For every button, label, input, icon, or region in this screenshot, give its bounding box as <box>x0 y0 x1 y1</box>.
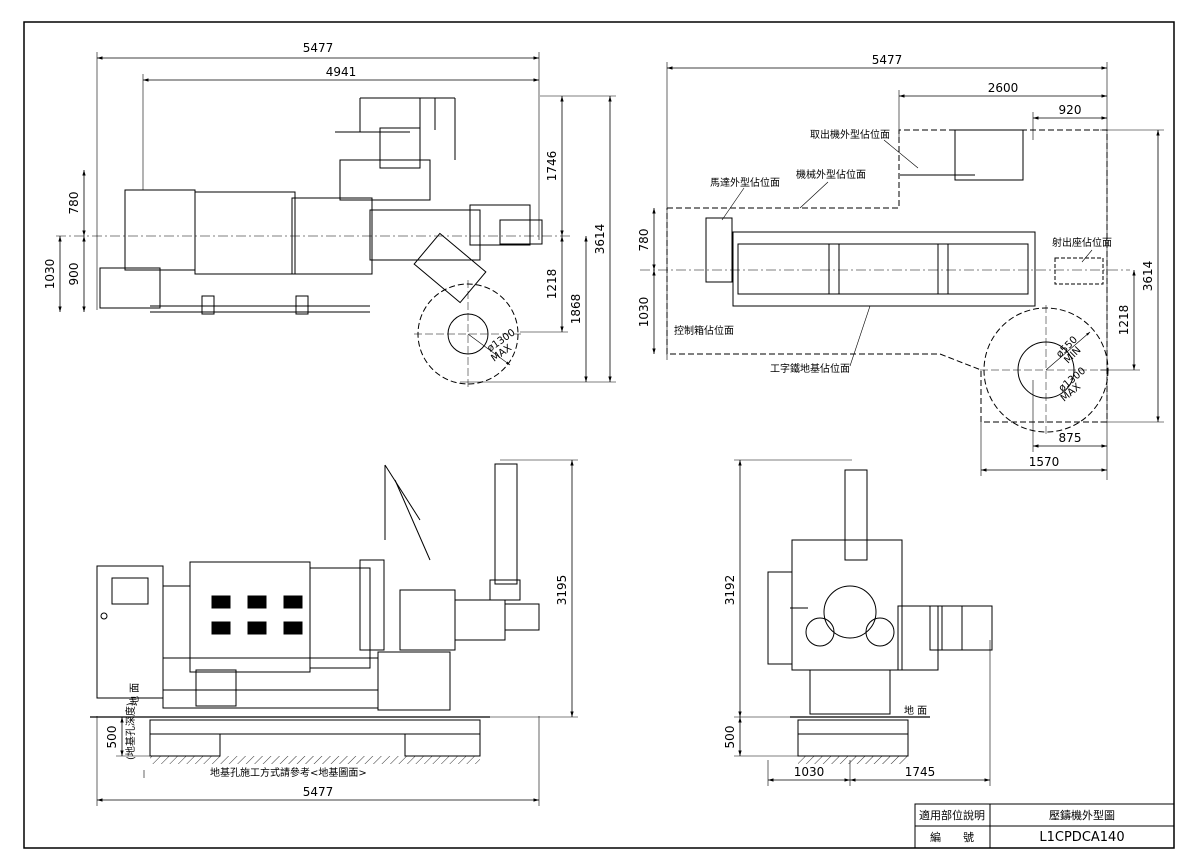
vent-fills <box>212 596 302 634</box>
dim-tl-3614: 3614 <box>593 224 607 255</box>
dim-tr-875: 875 <box>1059 431 1082 445</box>
dim-tl-5477: 5477 <box>303 41 334 55</box>
dim-tr-920: 920 <box>1059 103 1082 117</box>
dim-tr-5477: 5477 <box>872 53 903 67</box>
label-extractor-area: 取出機外型佔位面 <box>810 128 890 141</box>
dim-tr-1570: 1570 <box>1029 455 1060 469</box>
label-machine-area: 機械外型佔位面 <box>796 168 866 181</box>
title-applicable-label: 適用部位說明 <box>919 808 985 822</box>
dim-tr-1030: 1030 <box>637 297 651 328</box>
title-block <box>914 803 1175 849</box>
sheet-border <box>23 21 1175 849</box>
bottom-right-end-view <box>734 459 993 786</box>
label-motor-area: 馬達外型佔位面 <box>710 176 780 189</box>
dim-bl-5477: 5477 <box>303 785 334 799</box>
dim-tr-2600: 2600 <box>988 81 1019 95</box>
dim-tl-1868: 1868 <box>569 294 583 325</box>
dim-tl-780: 780 <box>67 192 81 215</box>
dim-br-500: 500 <box>723 726 737 749</box>
dim-tr-3614: 3614 <box>1141 261 1155 292</box>
label-ibeam-base-area: 工字鐵地基佔位面 <box>770 362 850 375</box>
dim-tl-1746: 1746 <box>545 151 559 182</box>
top-right-footprint-view <box>640 62 1164 480</box>
label-foundation-note: 地基孔施工方式請參考<地基圖面> <box>210 766 367 779</box>
label-ground-left: 地 面 <box>128 683 141 706</box>
dim-tl-4941: 4941 <box>326 65 357 79</box>
bottom-left-side-view <box>90 459 578 806</box>
title-number-label: 編 號 <box>930 830 974 844</box>
dim-tl-900: 900 <box>67 263 81 286</box>
dim-br-1030: 1030 <box>794 765 825 779</box>
label-foundation-depth: (地基孔深度) <box>124 702 137 760</box>
dim-tl-1218: 1218 <box>545 269 559 300</box>
dim-tr-780: 780 <box>637 229 651 252</box>
dim-bl-3195: 3195 <box>555 575 569 606</box>
label-ground-right: 地 面 <box>904 704 927 717</box>
title-applicable-value: 壓鑄機外型圖 <box>1049 808 1115 822</box>
title-number-value: L1CPDCA140 <box>1039 830 1124 845</box>
dim-tl-1030: 1030 <box>43 259 57 290</box>
label-shot-seat-area: 射出座佔位面 <box>1052 236 1112 249</box>
dim-tr-1218: 1218 <box>1117 305 1131 336</box>
dim-br-1745: 1745 <box>905 765 936 779</box>
top-left-plan-view <box>56 52 616 388</box>
dim-br-3192: 3192 <box>723 575 737 606</box>
label-control-box-area: 控制箱佔位面 <box>674 324 734 337</box>
dim-bl-500: 500 <box>105 726 119 749</box>
